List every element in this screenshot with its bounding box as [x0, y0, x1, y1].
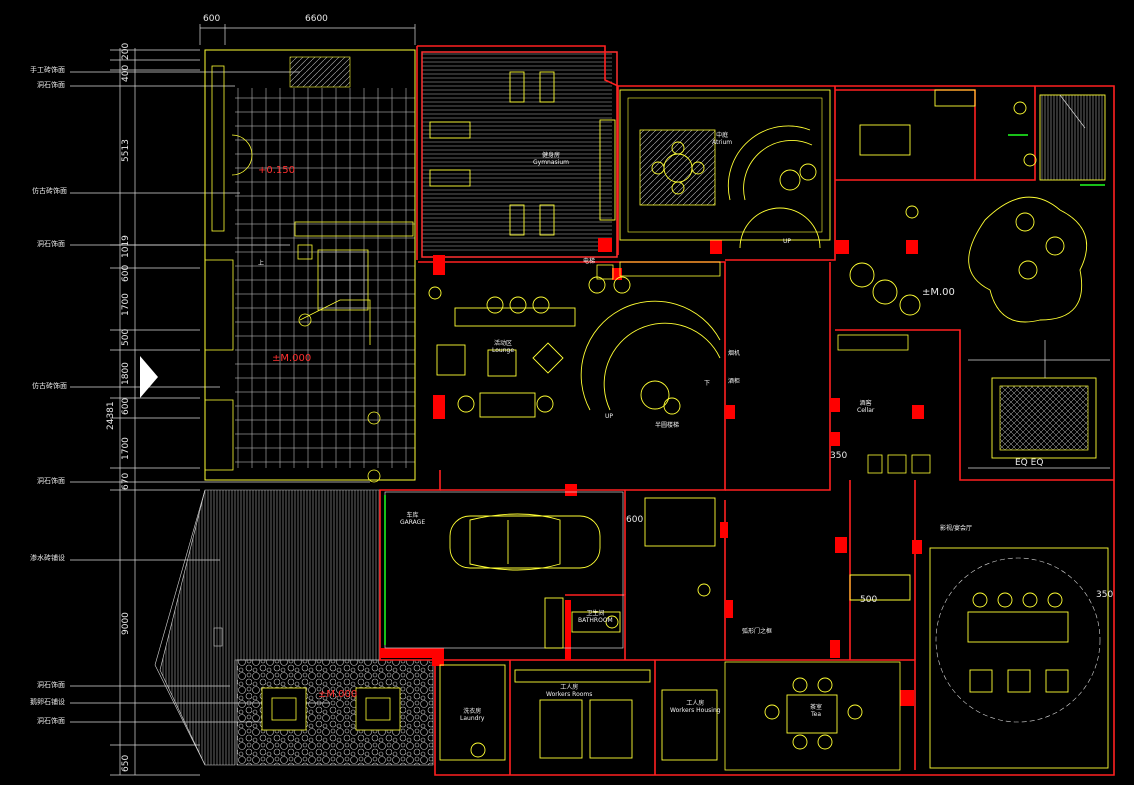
dim-500: 500	[860, 595, 878, 605]
dim-left-1019: 1019	[121, 235, 131, 258]
dim-top-6600: 6600	[305, 14, 328, 24]
room-laundry-en: Laundry	[460, 715, 485, 722]
room-servant-2-en: Workers Housing	[670, 707, 721, 714]
callout-travertine-4: 洞石饰面	[37, 681, 65, 689]
room-gym-en: Gymnasium	[533, 159, 569, 166]
dim-left-200: 200	[121, 42, 131, 60]
callout-antique-tile-2: 仿古砖饰面	[32, 382, 67, 390]
dim-left-1700b: 1700	[121, 437, 131, 460]
room-banquet: 影视/宴会厅	[940, 525, 973, 532]
room-bathroom-en: BATHROOM	[578, 617, 613, 624]
dim-left-1700a: 1700	[121, 293, 131, 316]
label-up-atrium: UP	[783, 238, 792, 245]
dim-left-1800: 1800	[121, 362, 131, 385]
room-atrium-cn: 中庭	[716, 132, 729, 139]
room-laundry: 洗衣房 Laundry	[460, 708, 484, 722]
room-garage: 车库 GARAGE	[400, 512, 425, 526]
dim-left-600a: 600	[121, 264, 131, 282]
callout-pebble: 鹅卵石铺设	[30, 698, 65, 706]
room-cellar-cn: 酒窖	[859, 400, 872, 407]
room-cellar: 酒窖 Cellar	[857, 400, 874, 414]
dim-left-500: 500	[121, 328, 131, 346]
callout-antique-tile-1: 仿古砖饰面	[32, 187, 67, 195]
room-garage-en: GARAGE	[400, 519, 426, 526]
room-garage-cn: 车库	[406, 512, 419, 519]
room-servant-2-cn: 工人房	[686, 700, 705, 707]
label-spiral-stair: 半圆楼梯	[655, 422, 680, 429]
dim-left-5513: 5513	[121, 139, 131, 162]
dim-top-600: 600	[203, 14, 221, 24]
room-atrium: 中庭 Atrium	[712, 132, 732, 146]
label-ceiling-eq: EQ EQ	[1015, 458, 1044, 468]
room-gym: 健身房 Gymnasium	[533, 152, 569, 166]
label-elevator: 电梯	[583, 258, 596, 265]
label-arc-door: 弧形门之框	[742, 628, 773, 635]
elevation-terrace: +0.150	[258, 165, 296, 176]
room-lounge-en: Lounge	[492, 347, 515, 354]
entrance-arrow-icon	[140, 356, 158, 398]
room-bathroom-cn: 卫生间	[586, 610, 605, 617]
callout-handmade-brick: 手工砖饰面	[30, 66, 65, 74]
label-up-lounge: UP	[605, 413, 614, 420]
room-servant-1: 工人房 Workers Rooms	[546, 684, 592, 698]
dim-350-b: 350	[1096, 590, 1114, 600]
label-down: 下	[704, 380, 711, 387]
room-cellar-en: Cellar	[857, 407, 875, 414]
dim-left-670: 670	[121, 472, 131, 490]
room-tea: 茶室 Tea	[810, 704, 822, 718]
dim-left-650: 650	[121, 754, 131, 772]
elevation-pond: ±M.000	[318, 689, 358, 700]
label-hood: 烟机	[728, 350, 741, 357]
dim-600: 600	[626, 515, 644, 525]
elevation-entry: ±M.00	[922, 287, 955, 298]
callout-permeable-brick: 渗水砖铺设	[30, 554, 65, 562]
callout-travertine-2: 洞石饰面	[37, 240, 65, 248]
dim-left-9000: 9000	[121, 612, 131, 635]
room-bathroom: 卫生间 BATHROOM	[578, 610, 613, 624]
dim-total: 24381	[106, 401, 116, 430]
label-wine-cabinet: 酒柜	[728, 378, 741, 385]
room-tea-en: Tea	[811, 711, 822, 718]
room-lounge-cn: 活动区	[494, 340, 513, 347]
elevation-courtyard: ±M.000	[272, 353, 312, 364]
room-laundry-cn: 洗衣房	[463, 708, 482, 715]
label-up-terrace: 上	[258, 260, 265, 267]
callout-travertine-1: 洞石饰面	[37, 81, 65, 89]
room-servant-1-cn: 工人房	[560, 684, 579, 691]
callout-travertine-3: 洞石饰面	[37, 477, 65, 485]
room-atrium-en: Atrium	[712, 139, 733, 146]
dim-350-a: 350	[830, 451, 848, 461]
dim-left-400: 400	[121, 64, 131, 82]
room-lounge: 活动区 Lounge	[492, 340, 514, 354]
callout-travertine-5: 洞石饰面	[37, 717, 65, 725]
dim-left-600b: 600	[121, 397, 131, 415]
room-gym-cn: 健身房	[541, 152, 560, 159]
room-servant-2: 工人房 Workers Housing	[670, 700, 721, 714]
room-servant-1-en: Workers Rooms	[546, 691, 593, 698]
room-tea-cn: 茶室	[810, 704, 823, 711]
